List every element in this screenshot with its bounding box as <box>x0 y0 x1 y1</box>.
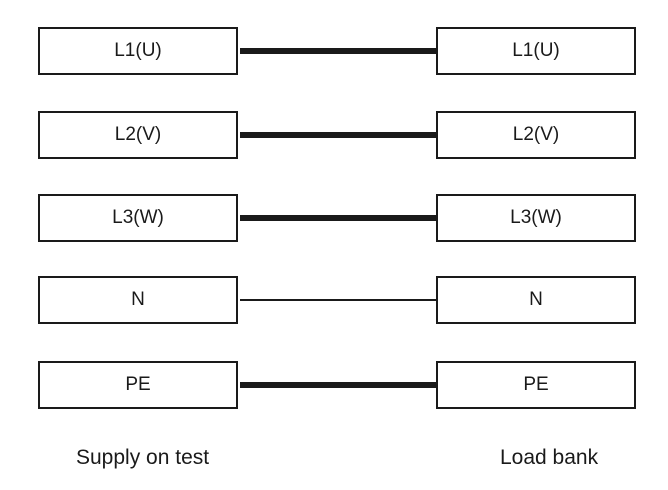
load-terminal-label: PE <box>523 374 549 395</box>
supply-terminal-pe: PE <box>38 361 238 409</box>
supply-terminal-l3: L3(W) <box>38 194 238 242</box>
load-terminal-l3: L3(W) <box>436 194 636 242</box>
supply-terminal-label: L3(W) <box>112 207 164 228</box>
supply-terminal-label: L2(V) <box>114 124 162 145</box>
connection-wire-l2 <box>240 132 436 138</box>
supply-terminal-n: N <box>38 276 238 324</box>
supply-terminal-label: PE <box>125 374 151 395</box>
connection-wire-l1 <box>240 48 436 54</box>
supply-terminal-l2: L2(V) <box>38 111 238 159</box>
supply-terminal-l1: L1(U) <box>38 27 238 75</box>
supply-caption: Supply on test <box>76 446 210 469</box>
load-terminal-label: L1(U) <box>512 40 560 61</box>
supply-terminal-label: L1(U) <box>114 40 162 61</box>
supply-terminal-label: N <box>131 289 145 310</box>
load-terminal-n: N <box>436 276 636 324</box>
load-terminal-label: N <box>529 289 543 310</box>
load-caption: Load bank <box>500 446 599 469</box>
load-terminal-pe: PE <box>436 361 636 409</box>
load-terminal-label: L2(V) <box>512 124 560 145</box>
load-terminal-l1: L1(U) <box>436 27 636 75</box>
connection-wire-l3 <box>240 215 436 221</box>
connection-wire-pe <box>240 382 436 388</box>
connection-wire-n <box>240 299 436 301</box>
load-terminal-l2: L2(V) <box>436 111 636 159</box>
load-terminal-label: L3(W) <box>510 207 562 228</box>
